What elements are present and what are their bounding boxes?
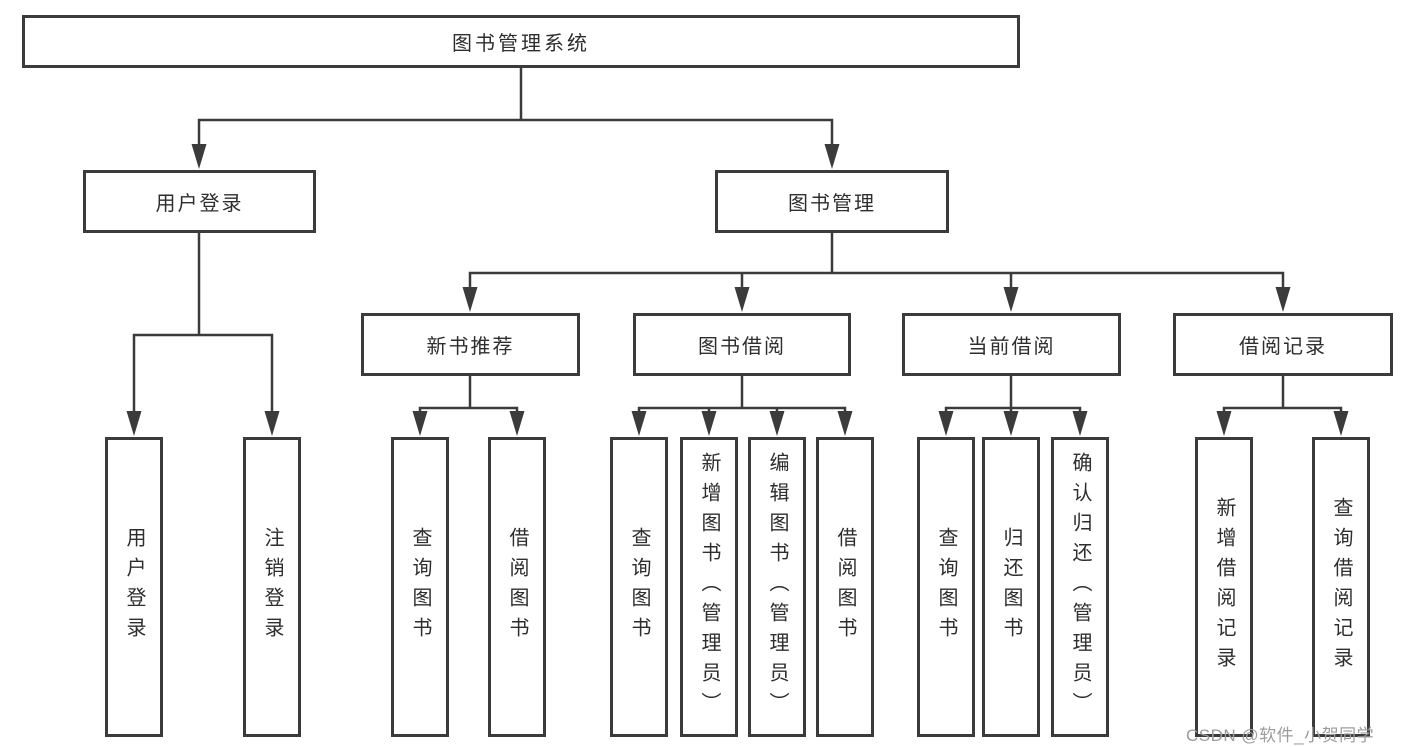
leaf-query-books-recommend: 查询图书 (391, 437, 449, 737)
node-label: 图书管理系统 (452, 33, 590, 55)
leaf-logout: 注销登录 (243, 437, 301, 737)
leaf-return-book: 归还图书 (982, 437, 1040, 737)
leaf-label: 新增借阅记录 (1213, 497, 1235, 677)
leaf-borrow-books-recommend: 借阅图书 (488, 437, 546, 737)
node-book-management: 图书管理 (715, 170, 949, 233)
leaf-query-borrow-record: 查询借阅记录 (1312, 437, 1370, 737)
watermark-text: CSDN @软件_小贺同学 (1186, 726, 1375, 745)
leaf-label: 查询图书 (409, 527, 431, 647)
node-user-login: 用户登录 (83, 170, 316, 233)
leaf-query-books-current: 查询图书 (917, 437, 975, 737)
node-current-borrowing: 当前借阅 (902, 313, 1121, 376)
leaf-label: 查询图书 (935, 527, 957, 647)
leaf-add-borrow-record: 新增借阅记录 (1195, 437, 1253, 737)
node-label: 用户登录 (155, 193, 244, 215)
leaf-label: 查询图书 (628, 527, 650, 647)
leaf-borrow-books-borrowing: 借阅图书 (816, 437, 874, 737)
leaf-confirm-return-admin: 确认归还（管理员） (1051, 437, 1109, 737)
leaf-label: 查询借阅记录 (1330, 497, 1352, 677)
node-label: 借阅记录 (1239, 336, 1327, 358)
connector-edges (132, 66, 1343, 415)
node-label: 图书管理 (788, 193, 876, 215)
node-label: 图书借阅 (698, 336, 786, 358)
leaf-label: 归还图书 (1000, 527, 1022, 647)
leaf-label: 编辑图书（管理员） (766, 452, 788, 722)
leaf-label: 借阅图书 (834, 527, 856, 647)
connector-arrowheads (126, 144, 1349, 436)
node-label: 当前借阅 (967, 336, 1056, 358)
leaf-label: 借阅图书 (506, 527, 528, 647)
node-label: 新书推荐 (426, 336, 515, 358)
node-borrowing-records: 借阅记录 (1173, 313, 1393, 376)
leaf-label: 新增图书（管理员） (698, 452, 720, 722)
leaf-user-login: 用户登录 (105, 437, 163, 737)
leaf-query-books-borrowing: 查询图书 (610, 437, 668, 737)
leaf-edit-book-admin: 编辑图书（管理员） (748, 437, 806, 737)
node-system-root: 图书管理系统 (22, 15, 1020, 68)
leaf-add-book-admin: 新增图书（管理员） (680, 437, 738, 737)
leaf-label: 用户登录 (123, 527, 145, 647)
leaf-label: 确认归还（管理员） (1069, 452, 1091, 722)
node-book-borrowing: 图书借阅 (633, 313, 851, 376)
leaf-label: 注销登录 (261, 527, 283, 647)
node-new-book-recommend: 新书推荐 (361, 313, 580, 376)
